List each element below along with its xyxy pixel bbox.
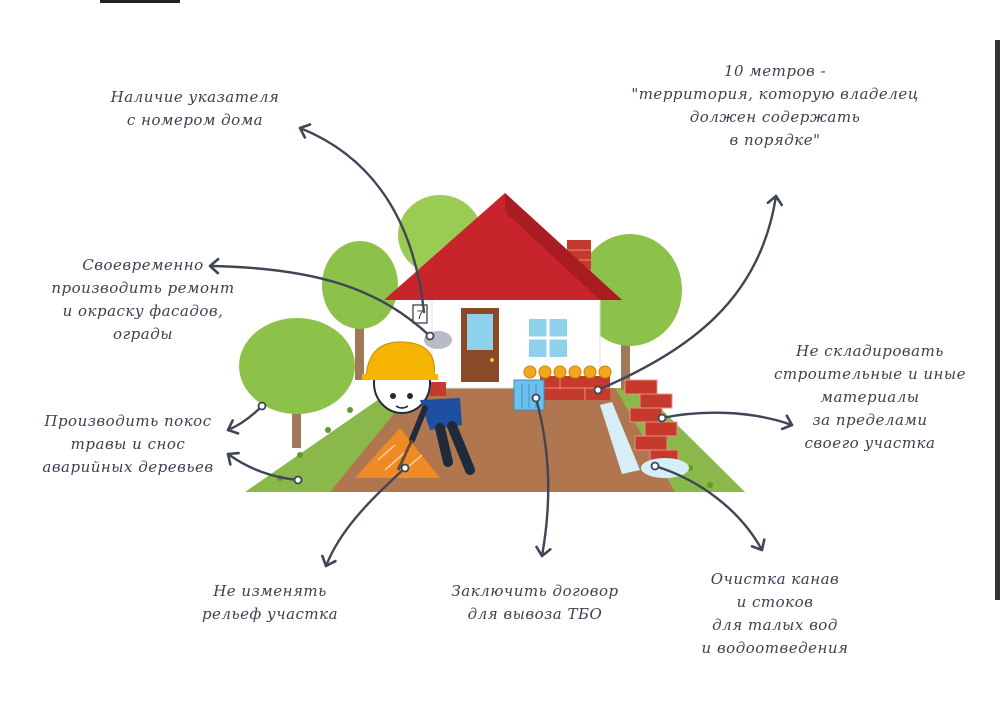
house-number: 7 xyxy=(417,308,424,322)
label-line: для талых вод xyxy=(712,616,838,634)
roof xyxy=(384,193,622,300)
label-line: ограды xyxy=(113,325,173,343)
label-line: строительные и иные xyxy=(773,365,967,383)
worker xyxy=(362,341,475,475)
label-line: травы и снос xyxy=(70,435,186,453)
tree-right xyxy=(578,234,682,390)
label-line: Наличие указателя xyxy=(110,88,280,106)
scan-mark-right xyxy=(995,40,1000,600)
label-territory-10m: 10 метров - "территория, которую владеле… xyxy=(615,60,935,152)
arrow-trees xyxy=(226,451,300,482)
label-line: производить ремонт xyxy=(51,279,235,297)
label-line: "территория, которую владелец xyxy=(631,85,919,103)
label-line: с номером дома xyxy=(126,111,264,129)
house: 7 xyxy=(384,193,622,389)
label-terrain: Не изменять рельеф участка xyxy=(185,580,355,626)
pipe-rolls xyxy=(523,365,612,379)
helmet-icon xyxy=(365,341,435,379)
label-facade-repair: Своевременно производить ремонт и окраск… xyxy=(48,254,238,346)
label-grass-trees: Производить покос травы и снос аварийных… xyxy=(28,410,228,479)
label-waste-contract: Заключить договор для вывоза ТБО xyxy=(440,580,630,626)
label-line: за пределами xyxy=(812,411,928,429)
label-line: в порядке" xyxy=(729,131,821,149)
label-house-number-sign: Наличие указателя с номером дома xyxy=(100,86,290,132)
arrow-house-number xyxy=(298,123,426,314)
label-line: должен содержать xyxy=(689,108,861,126)
label-line: и стоков xyxy=(736,593,814,611)
tree-left xyxy=(239,318,355,448)
arrow-grass xyxy=(226,404,264,435)
door-window xyxy=(467,314,493,350)
label-line: материалы xyxy=(820,388,920,406)
label-line: Заключить договор xyxy=(451,582,619,600)
brick-stack xyxy=(624,379,679,463)
label-line: для вывоза ТБО xyxy=(467,605,603,623)
arrow-origin-dots xyxy=(257,331,667,485)
label-ditches: Очистка канав и стоков для талых вод и в… xyxy=(680,568,870,660)
label-line: аварийных деревьев xyxy=(42,458,214,476)
label-line: Очистка канав xyxy=(710,570,840,588)
scan-mark-top xyxy=(100,0,180,3)
label-line: и водоотведения xyxy=(701,639,849,657)
label-line: Не изменять xyxy=(213,582,327,600)
label-line: 10 метров - xyxy=(723,62,827,80)
trash-bin xyxy=(513,379,545,411)
arrow-terrain xyxy=(321,466,407,568)
arrows xyxy=(208,123,794,568)
label-line: Производить покос xyxy=(44,412,212,430)
label-line: Не складировать xyxy=(796,342,944,360)
roof-highlight xyxy=(505,193,622,300)
label-line: рельеф участка xyxy=(201,605,339,623)
label-line: Своевременно xyxy=(82,256,204,274)
label-line: своего участка xyxy=(804,434,936,452)
label-building-materials: Не складировать строительные и иные мате… xyxy=(770,340,970,455)
arrow-facade xyxy=(208,257,432,338)
label-line: и окраску фасадов, xyxy=(62,302,224,320)
arrow-waste xyxy=(534,396,552,558)
arrow-territory xyxy=(596,194,783,392)
arrow-materials xyxy=(660,411,794,431)
arrow-ditches xyxy=(653,464,766,552)
shovel xyxy=(396,439,414,471)
